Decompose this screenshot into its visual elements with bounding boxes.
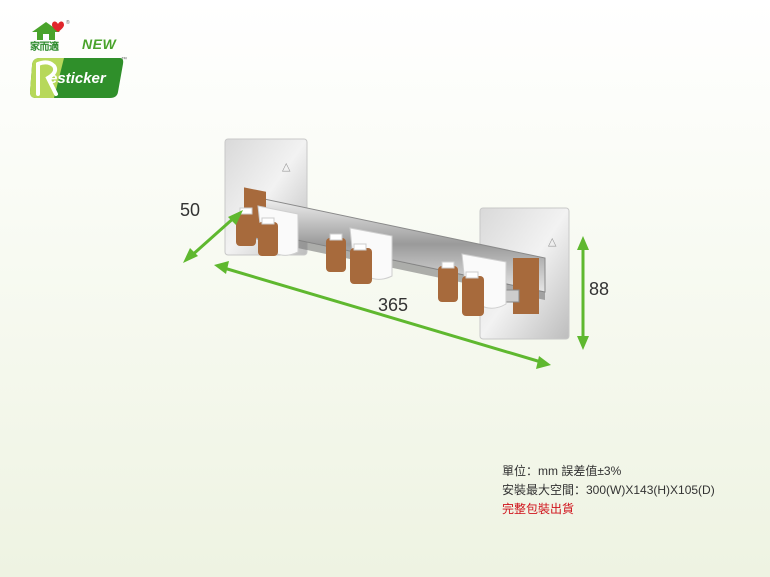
clip-pair-1 <box>236 205 299 256</box>
house-logo-icon: ® <box>32 19 70 40</box>
end-bracket-right <box>513 258 539 314</box>
new-badge: NEW <box>82 36 117 52</box>
resticker-logo-icon <box>30 58 124 98</box>
svg-text:®: ® <box>66 19 70 26</box>
clip-pair-2 <box>326 227 393 284</box>
dimension-arrow-height <box>577 236 589 350</box>
svg-text:△: △ <box>282 160 291 173</box>
dimension-arrow-depth <box>183 210 243 263</box>
spec-packaging-note: 完整包裝出貨 <box>502 502 575 516</box>
height-dimension-label: 88 <box>589 279 610 299</box>
length-dimension-label: 365 <box>378 295 409 315</box>
resticker-wordmark: esticker <box>49 70 106 87</box>
trademark-mark: ™ <box>121 57 127 63</box>
spec-notes: 單位：mm 誤差值±3% 安裝最大空間：300(W)X143(H)X105(D)… <box>502 462 715 519</box>
dimension-arrow-length <box>214 261 551 369</box>
brand-name-zh: 家而適 <box>30 42 59 53</box>
depth-dimension-label: 50 <box>180 200 201 220</box>
svg-text:△: △ <box>548 235 557 248</box>
spec-install-space: 安裝最大空間：300(W)X143(H)X105(D) <box>502 483 715 497</box>
clip-pair-3 <box>438 253 507 316</box>
spec-unit-tolerance: 單位：mm 誤差值±3% <box>502 464 622 478</box>
